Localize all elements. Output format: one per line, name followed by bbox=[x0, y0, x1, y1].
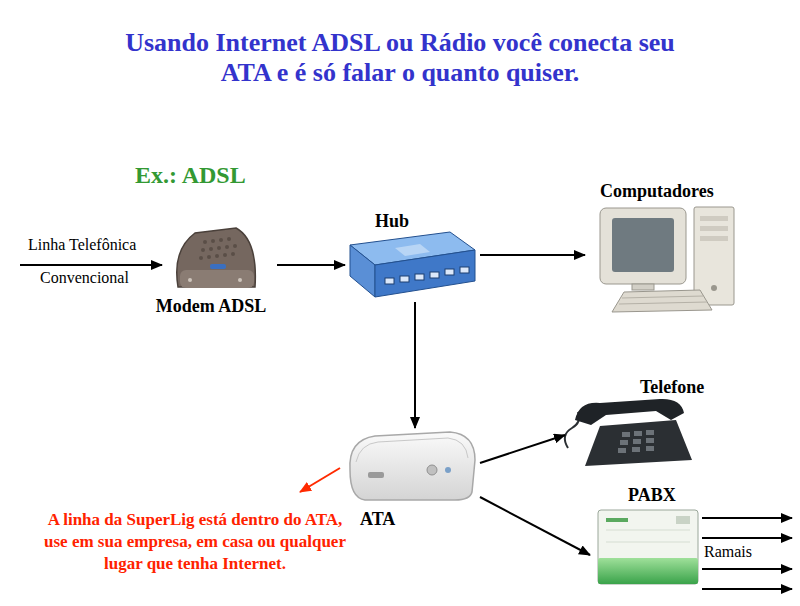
modem-icon bbox=[177, 228, 256, 288]
device-label: Modem ADSL bbox=[156, 295, 267, 317]
ata-node: ATA bbox=[340, 428, 480, 530]
pabx-icon bbox=[598, 510, 698, 584]
flow-arrow bbox=[480, 497, 590, 555]
device-label: PABX bbox=[628, 484, 676, 506]
line-label: Linha Telefônica bbox=[28, 236, 136, 254]
callout-note: A linha da SuperLig está dentro do ATA, … bbox=[44, 509, 346, 575]
flow-arrow bbox=[277, 264, 345, 266]
flow-arrow bbox=[414, 302, 416, 428]
callout-arrow bbox=[300, 468, 340, 492]
device-label: Hub bbox=[375, 210, 409, 232]
ata-icon bbox=[350, 432, 475, 500]
example-heading: Ex.: ADSL bbox=[135, 164, 246, 186]
hub-icon bbox=[350, 232, 475, 297]
hub-node: Hub bbox=[345, 210, 480, 302]
page-title: Usando Internet ADSL ou Rádio você conec… bbox=[100, 28, 700, 88]
computer-icon bbox=[600, 207, 734, 312]
flow-arrow bbox=[480, 435, 565, 463]
telephone-node: Telefone bbox=[565, 376, 715, 474]
line-label: Convencional bbox=[40, 269, 129, 287]
modem-node: Modem ADSL bbox=[145, 222, 277, 317]
device-label: ATA bbox=[360, 508, 395, 530]
flow-arrow bbox=[480, 254, 585, 256]
phone-line-arrow bbox=[20, 264, 162, 266]
pabx-node: PABX bbox=[590, 484, 702, 586]
telephone-icon bbox=[565, 399, 692, 466]
extension-arrows bbox=[702, 518, 792, 589]
device-label: Computadores bbox=[600, 180, 714, 202]
computer-node: Computadores bbox=[585, 180, 740, 312]
extensions-label: Ramais bbox=[704, 543, 752, 561]
device-label: Telefone bbox=[640, 376, 704, 398]
